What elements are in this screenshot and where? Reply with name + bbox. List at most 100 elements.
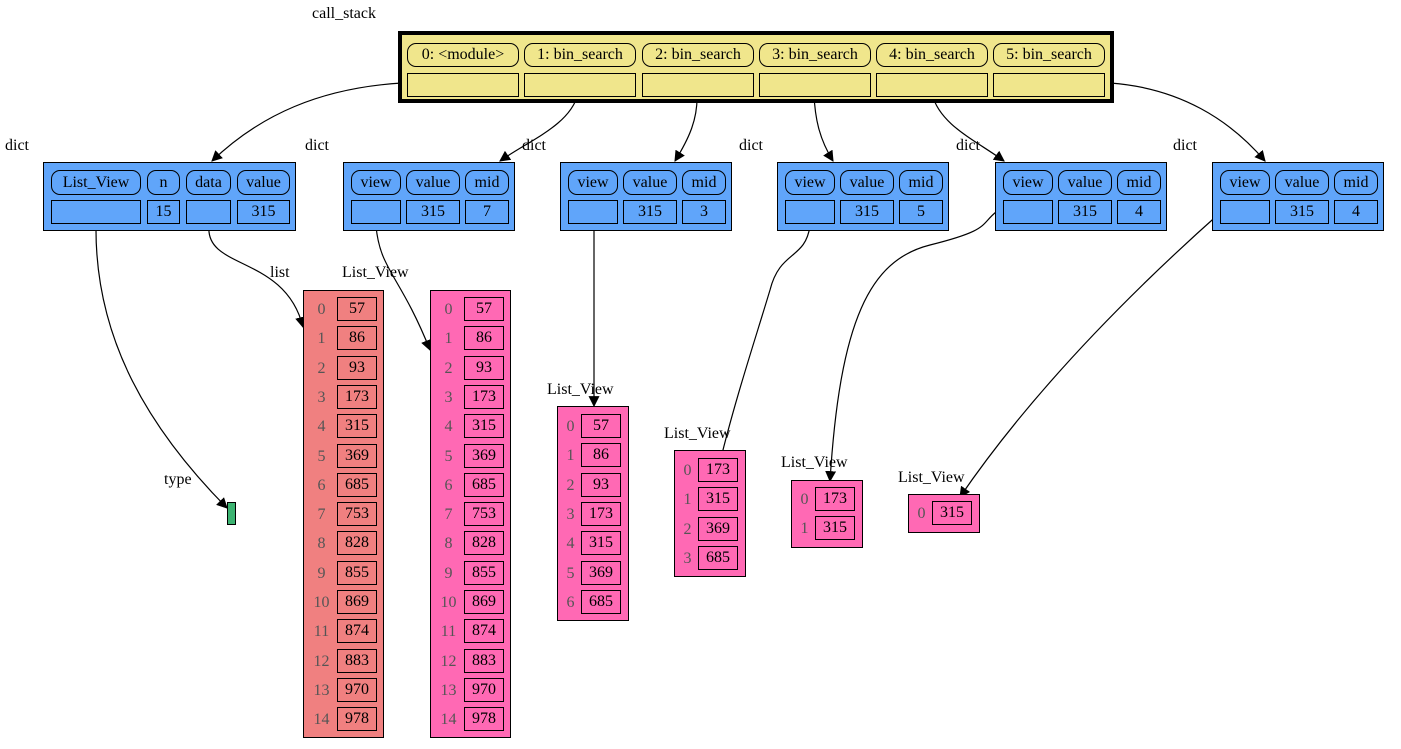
- frame-0-ref[interactable]: [407, 73, 519, 97]
- dict-0-val-value[interactable]: 315: [237, 200, 290, 224]
- list-item-value[interactable]: 315: [464, 414, 504, 439]
- list-item-value[interactable]: 869: [464, 590, 504, 614]
- dict-2-val-view[interactable]: [568, 200, 618, 224]
- dict-3-key-mid[interactable]: mid: [899, 170, 943, 195]
- list-item-value[interactable]: 855: [337, 560, 377, 585]
- list-index: 6: [317, 476, 326, 494]
- list-item-value[interactable]: 369: [464, 443, 504, 468]
- dict-5-val-value[interactable]: 315: [1275, 200, 1329, 224]
- frame-5-header[interactable]: 5: bin_search: [993, 43, 1105, 67]
- list-item-value[interactable]: 173: [698, 458, 738, 482]
- dict-4-key-mid[interactable]: mid: [1117, 170, 1161, 195]
- dict-4-key-view[interactable]: view: [1003, 170, 1053, 195]
- dict-0-key-value[interactable]: value: [237, 170, 290, 195]
- frame-3-ref[interactable]: [759, 73, 871, 97]
- dict-5-key-value[interactable]: value: [1275, 170, 1329, 195]
- frame-2-ref[interactable]: [642, 73, 754, 97]
- list-item-value[interactable]: 753: [337, 502, 377, 527]
- list-item-value[interactable]: 173: [581, 501, 621, 526]
- dict-5-val-mid[interactable]: 4: [1334, 200, 1378, 224]
- dict-4-key-value[interactable]: value: [1058, 170, 1112, 195]
- list-item-value[interactable]: 685: [581, 589, 621, 614]
- list-item-value[interactable]: 315: [932, 501, 972, 525]
- list-item-value[interactable]: 315: [581, 531, 621, 556]
- frame-4-ref[interactable]: [876, 73, 988, 97]
- dict-1-key-value[interactable]: value: [406, 170, 460, 195]
- list-item-value[interactable]: 685: [464, 472, 504, 497]
- dict-1-val-view[interactable]: [351, 200, 401, 224]
- list-item-value[interactable]: 173: [337, 384, 377, 409]
- dict-4-val-view[interactable]: [1003, 200, 1053, 224]
- list-item-value[interactable]: 753: [464, 502, 504, 527]
- dict-3-key-view[interactable]: view: [785, 170, 835, 195]
- dict-5-key-view[interactable]: view: [1220, 170, 1270, 195]
- dict-1-key-view[interactable]: view: [351, 170, 401, 195]
- list-item-value[interactable]: 315: [337, 414, 377, 439]
- list-item-value[interactable]: 369: [581, 560, 621, 585]
- dict-2-val-value[interactable]: 315: [623, 200, 677, 224]
- list-item-value[interactable]: 883: [337, 648, 377, 673]
- list-item-value[interactable]: 874: [464, 619, 504, 644]
- list-item-value[interactable]: 685: [337, 472, 377, 497]
- frame-5-ref[interactable]: [993, 73, 1105, 97]
- dict-4-val-mid[interactable]: 4: [1117, 200, 1161, 224]
- dict-0-key-list-view[interactable]: List_View: [51, 170, 141, 195]
- list-index: 12: [313, 652, 330, 670]
- dict-0-val-n[interactable]: 15: [147, 200, 180, 224]
- dict-0-val-list-view[interactable]: [51, 200, 141, 224]
- frame-1-header[interactable]: 1: bin_search: [524, 43, 636, 67]
- dict-1-val-value[interactable]: 315: [406, 200, 460, 224]
- dict-0-key-n[interactable]: n: [147, 170, 180, 195]
- dict-1-key-mid[interactable]: mid: [465, 170, 509, 195]
- list-item-value[interactable]: 86: [337, 326, 377, 351]
- dict-1-val-mid[interactable]: 7: [465, 200, 509, 224]
- dict-5-val-view[interactable]: [1220, 200, 1270, 224]
- list-item-value[interactable]: 828: [464, 531, 504, 556]
- dict-3-key-value[interactable]: value: [840, 170, 894, 195]
- list-item-value[interactable]: 369: [337, 443, 377, 468]
- dict-2-key-mid[interactable]: mid: [682, 170, 726, 195]
- list-item-value[interactable]: 315: [698, 487, 738, 512]
- frame-4-header[interactable]: 4: bin_search: [876, 43, 988, 67]
- type-node[interactable]: [227, 502, 236, 525]
- frame-3-header[interactable]: 3: bin_search: [759, 43, 871, 67]
- dict-2-key-view[interactable]: view: [568, 170, 618, 195]
- list-item-value[interactable]: 173: [464, 384, 504, 409]
- frame-2-header[interactable]: 2: bin_search: [642, 43, 754, 67]
- dict-2-val-mid[interactable]: 3: [682, 200, 726, 224]
- list-item-value[interactable]: 86: [464, 326, 504, 351]
- list-item-value[interactable]: 57: [464, 297, 504, 321]
- list-item-value[interactable]: 93: [464, 355, 504, 380]
- dict-0-key-data[interactable]: data: [186, 170, 231, 195]
- dict-0-val-data[interactable]: [186, 200, 231, 224]
- list-item-value[interactable]: 369: [698, 516, 738, 541]
- list-item-value[interactable]: 869: [337, 590, 377, 614]
- list-item-value[interactable]: 874: [337, 619, 377, 644]
- dict-3-val-value[interactable]: 315: [840, 200, 894, 224]
- list-item-value[interactable]: 93: [337, 355, 377, 380]
- dict-3-val-mid[interactable]: 5: [899, 200, 943, 224]
- dict-3-val-view[interactable]: [785, 200, 835, 224]
- list-item-value[interactable]: 970: [464, 677, 504, 702]
- list-item-value[interactable]: 828: [337, 531, 377, 556]
- list-item-value[interactable]: 978: [337, 707, 377, 732]
- dict-2-key-value[interactable]: value: [623, 170, 677, 195]
- list-item-value[interactable]: 57: [581, 414, 621, 438]
- dict-4-val-value[interactable]: 315: [1058, 200, 1112, 224]
- list-item-value[interactable]: 685: [698, 545, 738, 570]
- list-item-value[interactable]: 57: [337, 297, 377, 321]
- frame-0-header[interactable]: 0: <module>: [407, 43, 519, 67]
- list-item-value[interactable]: 978: [464, 707, 504, 732]
- frame-1-ref[interactable]: [524, 73, 636, 97]
- dict-5-key-mid[interactable]: mid: [1334, 170, 1378, 195]
- list-item-value[interactable]: 173: [815, 487, 855, 511]
- list-item-value[interactable]: 315: [815, 516, 855, 541]
- list-item-value[interactable]: 86: [581, 443, 621, 468]
- list-item-value[interactable]: 93: [581, 472, 621, 497]
- list-item-value[interactable]: 970: [337, 677, 377, 702]
- list-item-value[interactable]: 855: [464, 560, 504, 585]
- list-item-value[interactable]: 883: [464, 648, 504, 673]
